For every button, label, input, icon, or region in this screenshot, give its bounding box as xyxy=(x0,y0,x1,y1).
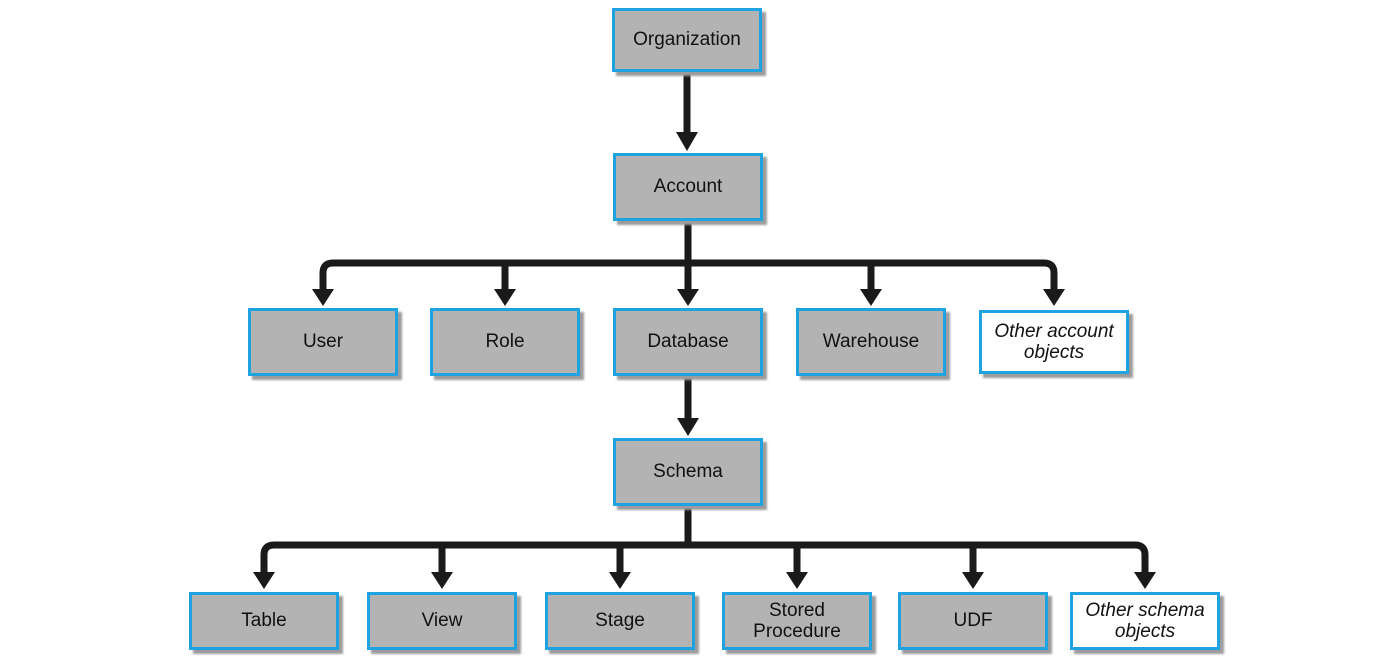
arrowhead-udf xyxy=(962,572,984,589)
node-other-schema-objects-label: Other schema objects xyxy=(1085,599,1205,642)
arrowhead-stored-procedure xyxy=(786,572,808,589)
edge-schema-bus xyxy=(260,541,1149,574)
arrowhead-database xyxy=(677,289,699,306)
arrowhead-other-account xyxy=(1043,289,1065,306)
arrowhead-warehouse xyxy=(860,289,882,306)
node-udf: UDF xyxy=(898,592,1048,650)
node-schema: Schema xyxy=(613,438,763,506)
arrowhead-user xyxy=(312,289,334,306)
node-account-label: Account xyxy=(653,176,723,198)
arrowhead-view xyxy=(431,572,453,589)
node-table-label: Table xyxy=(241,610,287,632)
node-stage-label: Stage xyxy=(595,610,645,632)
arrowhead-role xyxy=(494,289,516,306)
node-stage: Stage xyxy=(545,592,695,650)
node-other-schema-objects: Other schema objects xyxy=(1070,592,1220,650)
node-warehouse-label: Warehouse xyxy=(822,331,920,353)
node-table: Table xyxy=(189,592,339,650)
arrowhead-other-schema xyxy=(1134,572,1156,589)
node-organization: Organization xyxy=(612,8,762,72)
node-view-label: View xyxy=(421,610,463,632)
node-udf-label: UDF xyxy=(953,610,993,632)
node-other-account-objects: Other account objects xyxy=(979,310,1129,374)
arrowhead-schema xyxy=(677,418,699,436)
node-user-label: User xyxy=(302,331,344,353)
edge-account-bus xyxy=(319,259,1058,292)
node-account: Account xyxy=(613,153,763,221)
node-warehouse: Warehouse xyxy=(796,308,946,376)
node-stored-procedure: Stored Procedure xyxy=(722,592,872,650)
node-role-label: Role xyxy=(485,331,525,353)
node-other-account-objects-label: Other account objects xyxy=(994,320,1114,363)
node-role: Role xyxy=(430,308,580,376)
arrowhead-table xyxy=(253,572,275,589)
arrowhead-account xyxy=(676,132,698,151)
node-schema-label: Schema xyxy=(653,461,723,483)
node-stored-procedure-label: Stored Procedure xyxy=(753,599,841,642)
node-database: Database xyxy=(613,308,763,376)
node-user: User xyxy=(248,308,398,376)
node-view: View xyxy=(367,592,517,650)
node-database-label: Database xyxy=(647,331,729,353)
node-organization-label: Organization xyxy=(633,29,741,51)
arrowhead-stage xyxy=(609,572,631,589)
